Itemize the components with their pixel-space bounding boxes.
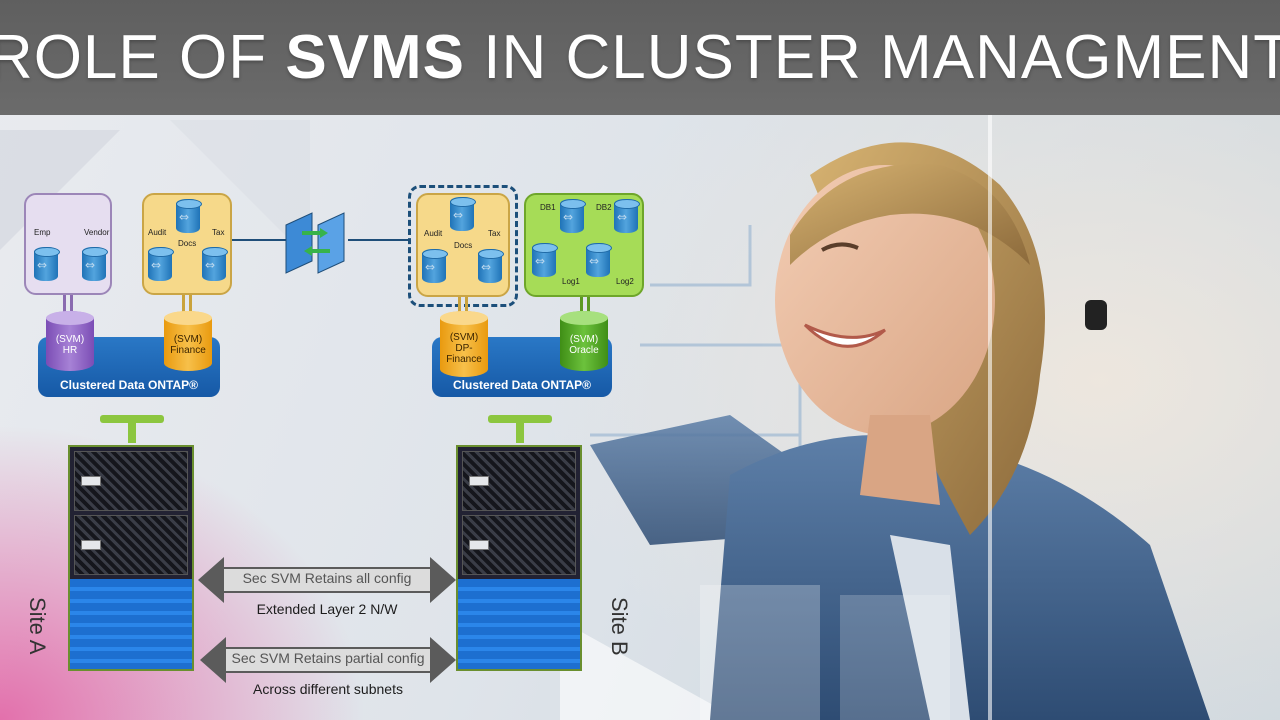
cluster-label: Clustered Data ONTAP® (60, 378, 198, 392)
volume-label: Audit (148, 228, 167, 237)
svm-hr: (SVM) HR (46, 311, 94, 371)
double-arrow-all-config: Sec SVM Retains all config (198, 557, 456, 603)
dr-selection-frame (408, 185, 518, 307)
volume-label: Docs (178, 239, 197, 248)
disk-shelf (70, 579, 192, 669)
volume-label: Tax (488, 229, 501, 238)
storage-rack-site-b (456, 445, 582, 671)
arrow-label: Sec SVM Retains partial config (231, 650, 425, 666)
storage-rack-site-a (68, 445, 194, 671)
replication-line (348, 239, 410, 241)
disk-shelf (458, 579, 580, 669)
svm-diagram: Emp Vendor Audit Docs Tax Clustered Data… (0, 115, 700, 720)
title-bar: ROLE OF SVMS IN CLUSTER MANAGMENT (0, 0, 1280, 115)
oracle-volume-group: DB1 DB2 Log1 Log2 (524, 193, 644, 297)
volume-label: Audit (424, 229, 443, 238)
controller-badge (81, 476, 101, 486)
volume-link (63, 295, 73, 313)
volume-label: Log1 (562, 277, 580, 286)
page-title: ROLE OF SVMS IN CLUSTER MANAGMENT (0, 23, 1280, 92)
background-triangle (560, 620, 740, 720)
volume-link (580, 297, 590, 313)
volume-label: Emp (34, 228, 51, 237)
database-icon (202, 247, 228, 281)
database-icon (586, 243, 612, 277)
site-b-label: Site B (607, 597, 632, 656)
double-arrow-icon (200, 637, 456, 683)
cluster-label: Clustered Data ONTAP® (453, 378, 591, 392)
database-icon (422, 249, 448, 283)
controller-cage (74, 451, 188, 511)
replication-line (232, 239, 286, 241)
database-icon (34, 247, 60, 281)
dp-finance-volume-group: Audit Docs Tax (416, 193, 510, 297)
volume-label: DB2 (596, 203, 612, 212)
controller-badge (469, 540, 489, 550)
controller-cage (462, 515, 576, 575)
double-arrow-icon (198, 557, 456, 603)
database-icon (478, 249, 504, 283)
controller-badge (469, 476, 489, 486)
volume-label: Docs (454, 241, 473, 250)
svm-finance: (SVM) Finance (164, 311, 212, 371)
database-icon (82, 247, 108, 281)
controller-cage (462, 451, 576, 511)
volume-label: DB1 (540, 203, 556, 212)
database-icon (532, 243, 558, 277)
double-arrow-partial-config: Sec SVM Retains partial config (200, 637, 456, 683)
volume-label: Tax (212, 228, 225, 237)
finance-volume-group: Audit Docs Tax (142, 193, 232, 295)
volume-link (458, 297, 468, 313)
database-icon (148, 247, 174, 281)
database-icon (176, 199, 202, 233)
hr-volume-group: Emp Vendor (24, 193, 112, 295)
site-a-label: Site A (25, 597, 50, 655)
volume-label: Log2 (616, 277, 634, 286)
controller-cage (74, 515, 188, 575)
link-caption: Extended Layer 2 N/W (256, 601, 398, 617)
arrow-label: Sec SVM Retains all config (242, 570, 412, 586)
controller-badge (81, 540, 101, 550)
database-icon (450, 197, 476, 231)
link-caption: Across different subnets (253, 681, 403, 697)
glass-divider (988, 115, 992, 720)
database-icon (560, 199, 586, 233)
database-icon (614, 199, 640, 233)
volume-link (182, 295, 192, 313)
woman-photo (590, 142, 1210, 720)
svm-oracle: (SVM) Oracle (560, 311, 608, 371)
svm-dp-finance: (SVM) DP- Finance (440, 311, 488, 377)
replication-icon (285, 212, 345, 274)
volume-label: Vendor (84, 228, 110, 237)
